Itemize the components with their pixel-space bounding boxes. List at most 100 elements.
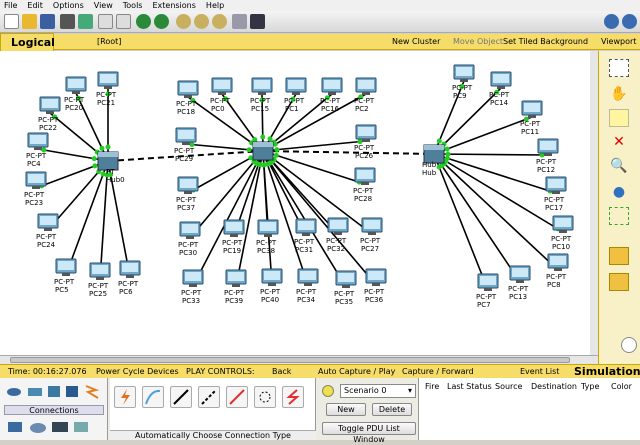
save-icon[interactable] — [40, 14, 55, 29]
device-category-icons[interactable] — [0, 380, 108, 406]
simulation-tab[interactable]: Simulation — [574, 365, 640, 378]
phone-cable-button[interactable] — [254, 386, 276, 408]
toggle-pdu-list-button[interactable]: Toggle PDU List Window — [322, 422, 416, 444]
menu-item-view[interactable]: View — [93, 1, 113, 10]
info-icon[interactable] — [604, 14, 619, 29]
viewport-button[interactable]: Viewport — [601, 37, 637, 46]
note-icon[interactable] — [609, 109, 629, 127]
activity-wizard-icon[interactable] — [78, 14, 93, 29]
capture-forward-button[interactable]: Capture / Forward — [402, 367, 474, 376]
event-list-button[interactable]: Event List — [520, 367, 560, 376]
menu-item-file[interactable]: File — [4, 1, 18, 10]
vertical-scrollbar[interactable] — [590, 51, 598, 355]
horizontal-scrollbar[interactable] — [0, 355, 598, 364]
straight-through-button[interactable] — [170, 386, 192, 408]
new-file-icon[interactable] — [4, 14, 19, 29]
console-cable-button[interactable] — [142, 386, 164, 408]
network-topology[interactable]: PTHub0HubHubPC-PTPC20PC-PTPC21PC-PTPC22P… — [0, 51, 590, 355]
print-icon[interactable] — [60, 14, 75, 29]
root-breadcrumb[interactable]: [Root] — [97, 37, 122, 46]
tiled-background-button[interactable]: Set Tiled Background — [503, 37, 589, 46]
auto-capture-button[interactable]: Auto Capture / Play — [318, 367, 396, 376]
redo-icon[interactable] — [154, 14, 169, 29]
draw-shape-icon[interactable]: ● — [612, 184, 626, 200]
new-cluster-button[interactable]: New Cluster — [392, 37, 441, 46]
menu-item-help[interactable]: Help — [205, 1, 225, 10]
resize-icon[interactable] — [609, 207, 629, 225]
select-icon[interactable] — [609, 59, 629, 77]
back-button[interactable]: Back — [272, 367, 292, 376]
palette-icon[interactable] — [232, 14, 247, 29]
end-device-icons[interactable] — [0, 418, 108, 438]
menu-item-options[interactable]: Options — [52, 1, 84, 10]
delete-icon[interactable]: ✕ — [613, 134, 625, 150]
power-cycle-button[interactable]: Power Cycle Devices — [96, 367, 179, 376]
help-icon[interactable] — [622, 14, 637, 29]
menu-item-tools[interactable]: Tools — [122, 1, 143, 10]
scroll-thumb[interactable] — [10, 357, 570, 363]
undo-icon[interactable] — [136, 14, 151, 29]
simple-pdu-icon[interactable] — [609, 247, 629, 265]
scenario-info-icon[interactable] — [322, 385, 334, 397]
crossover-button[interactable] — [198, 386, 220, 408]
move-object-button[interactable]: Move Object — [453, 37, 504, 46]
hand-icon[interactable]: ✋ — [610, 86, 628, 102]
zoom-out-icon[interactable] — [212, 14, 227, 29]
custom-device-icon[interactable] — [250, 14, 265, 29]
zoom-in-icon[interactable] — [176, 14, 191, 29]
hub-1[interactable] — [252, 141, 274, 161]
auto-connection-button[interactable] — [114, 386, 136, 408]
open-folder-icon[interactable] — [22, 14, 37, 29]
menu-item-extensions[interactable]: Extensions — [152, 1, 196, 10]
zoom-reset-icon[interactable] — [194, 14, 209, 29]
serial-dce-button[interactable] — [282, 386, 304, 408]
realtime-mode-icon[interactable] — [621, 337, 637, 353]
complex-pdu-icon[interactable] — [609, 273, 629, 291]
scenario-select[interactable]: Scenario 0▾ — [340, 384, 416, 398]
delete-scenario-button[interactable]: Delete — [372, 403, 412, 416]
fiber-button[interactable] — [226, 386, 248, 408]
new-scenario-button[interactable]: New — [326, 403, 366, 416]
paste-icon[interactable] — [116, 14, 131, 29]
copy-icon[interactable] — [98, 14, 113, 29]
